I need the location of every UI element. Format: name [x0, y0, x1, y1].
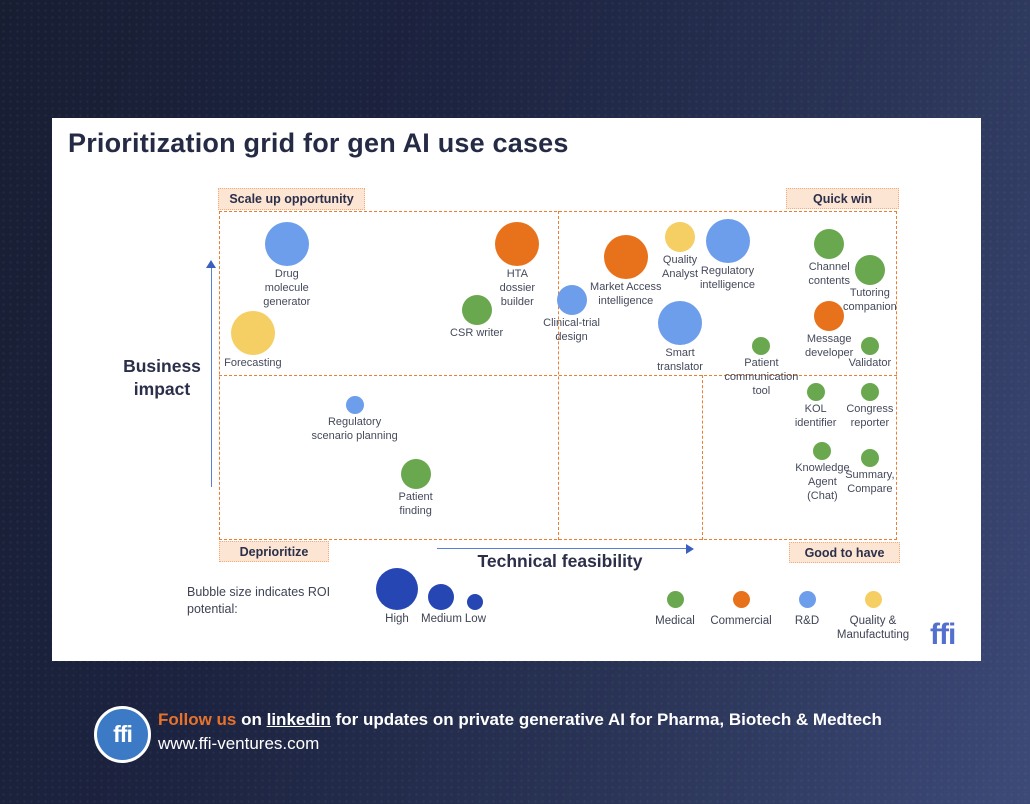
linkedin-link[interactable]: linkedin — [266, 710, 331, 729]
quadrant-label-quick-win: Quick win — [786, 188, 899, 209]
bubble-label-summary-compare: Summary,Compare — [845, 468, 895, 495]
quadrant-label-good-to-have: Good to have — [789, 542, 900, 563]
bubble-market-access-intelligence — [603, 235, 648, 280]
size-legend-medium: Medium — [421, 584, 462, 625]
bubble-smart-translator — [658, 300, 703, 345]
y-axis-line — [211, 268, 212, 487]
size-legend-caption: Bubble size indicates ROI potential: — [187, 585, 331, 616]
x-axis-title: Technical feasibility — [477, 551, 643, 571]
slide-title: Prioritization grid for gen AI use cases — [68, 128, 569, 158]
category-circle-medical — [666, 591, 684, 608]
size-circle-high — [376, 568, 418, 610]
bubble-summary-compare — [860, 448, 879, 467]
bubble-message-developer — [814, 301, 845, 332]
x-axis-line — [437, 548, 688, 549]
bubble-label-csr-writer: CSR writer — [450, 326, 504, 339]
quadrant-label-scale-up-opportunity: Scale up opportunity — [218, 188, 365, 210]
quadrant-divider-vertical-bottom — [702, 375, 703, 540]
category-legend-quality: Quality &Manufactuting — [837, 591, 909, 643]
bubble-congress-reporter — [860, 382, 879, 401]
bubble-label-validator: Validator — [848, 356, 892, 369]
size-legend-low: Low — [465, 594, 486, 625]
website-link[interactable]: www.ffi-ventures.com — [158, 733, 320, 753]
y-axis-title: Business impact — [123, 356, 201, 399]
category-circle-commercial — [732, 591, 750, 608]
category-legend-rnd: R&D — [774, 591, 840, 643]
footer-tagline: Follow us on linkedin for updates on pri… — [158, 710, 882, 729]
bubble-drug-molecule-generator — [264, 221, 309, 266]
bubble-clinical-trial-design — [556, 284, 587, 315]
footer: Follow us on linkedin for updates on pri… — [158, 709, 1018, 754]
bubble-regulatory-intelligence — [705, 218, 750, 263]
bubble-hta-dossier-builder — [495, 221, 540, 266]
bubble-forecasting — [230, 310, 275, 355]
y-axis-arrowhead-icon — [206, 260, 216, 268]
category-circle-rnd — [798, 591, 816, 608]
category-circle-quality — [864, 591, 882, 608]
size-circle-low — [467, 594, 484, 610]
size-circle-medium — [428, 584, 455, 610]
bubble-label-forecasting: Forecasting — [224, 356, 282, 369]
bubble-csr-writer — [461, 294, 492, 325]
bubble-regulatory-scenario-planning — [345, 396, 364, 415]
bubble-patient-communication-tool — [752, 336, 771, 355]
quadrant-divider-horizontal — [219, 375, 897, 376]
ffi-logo: ffi — [930, 618, 956, 651]
category-legend-commercial: Commercial — [708, 591, 774, 643]
size-legend-high: High — [376, 568, 418, 625]
bubble-tutoring-companion — [854, 255, 885, 286]
x-axis-arrowhead-icon — [686, 544, 694, 554]
follow-us-label: Follow us — [158, 710, 237, 729]
bubble-validator — [860, 336, 879, 355]
ffi-logo-badge: ffi — [94, 706, 151, 763]
bubble-patient-finding — [400, 459, 431, 490]
quadrant-label-deprioritize: Deprioritize — [219, 541, 329, 562]
category-legend-medical: Medical — [642, 591, 708, 643]
bubble-kol-identifier — [806, 382, 825, 401]
bubble-channel-contents — [814, 228, 845, 259]
slide-card: Prioritization grid for gen AI use cases… — [52, 118, 981, 661]
bubble-knowledge-agent-chat — [813, 442, 832, 461]
bubble-quality-analyst — [665, 222, 696, 253]
